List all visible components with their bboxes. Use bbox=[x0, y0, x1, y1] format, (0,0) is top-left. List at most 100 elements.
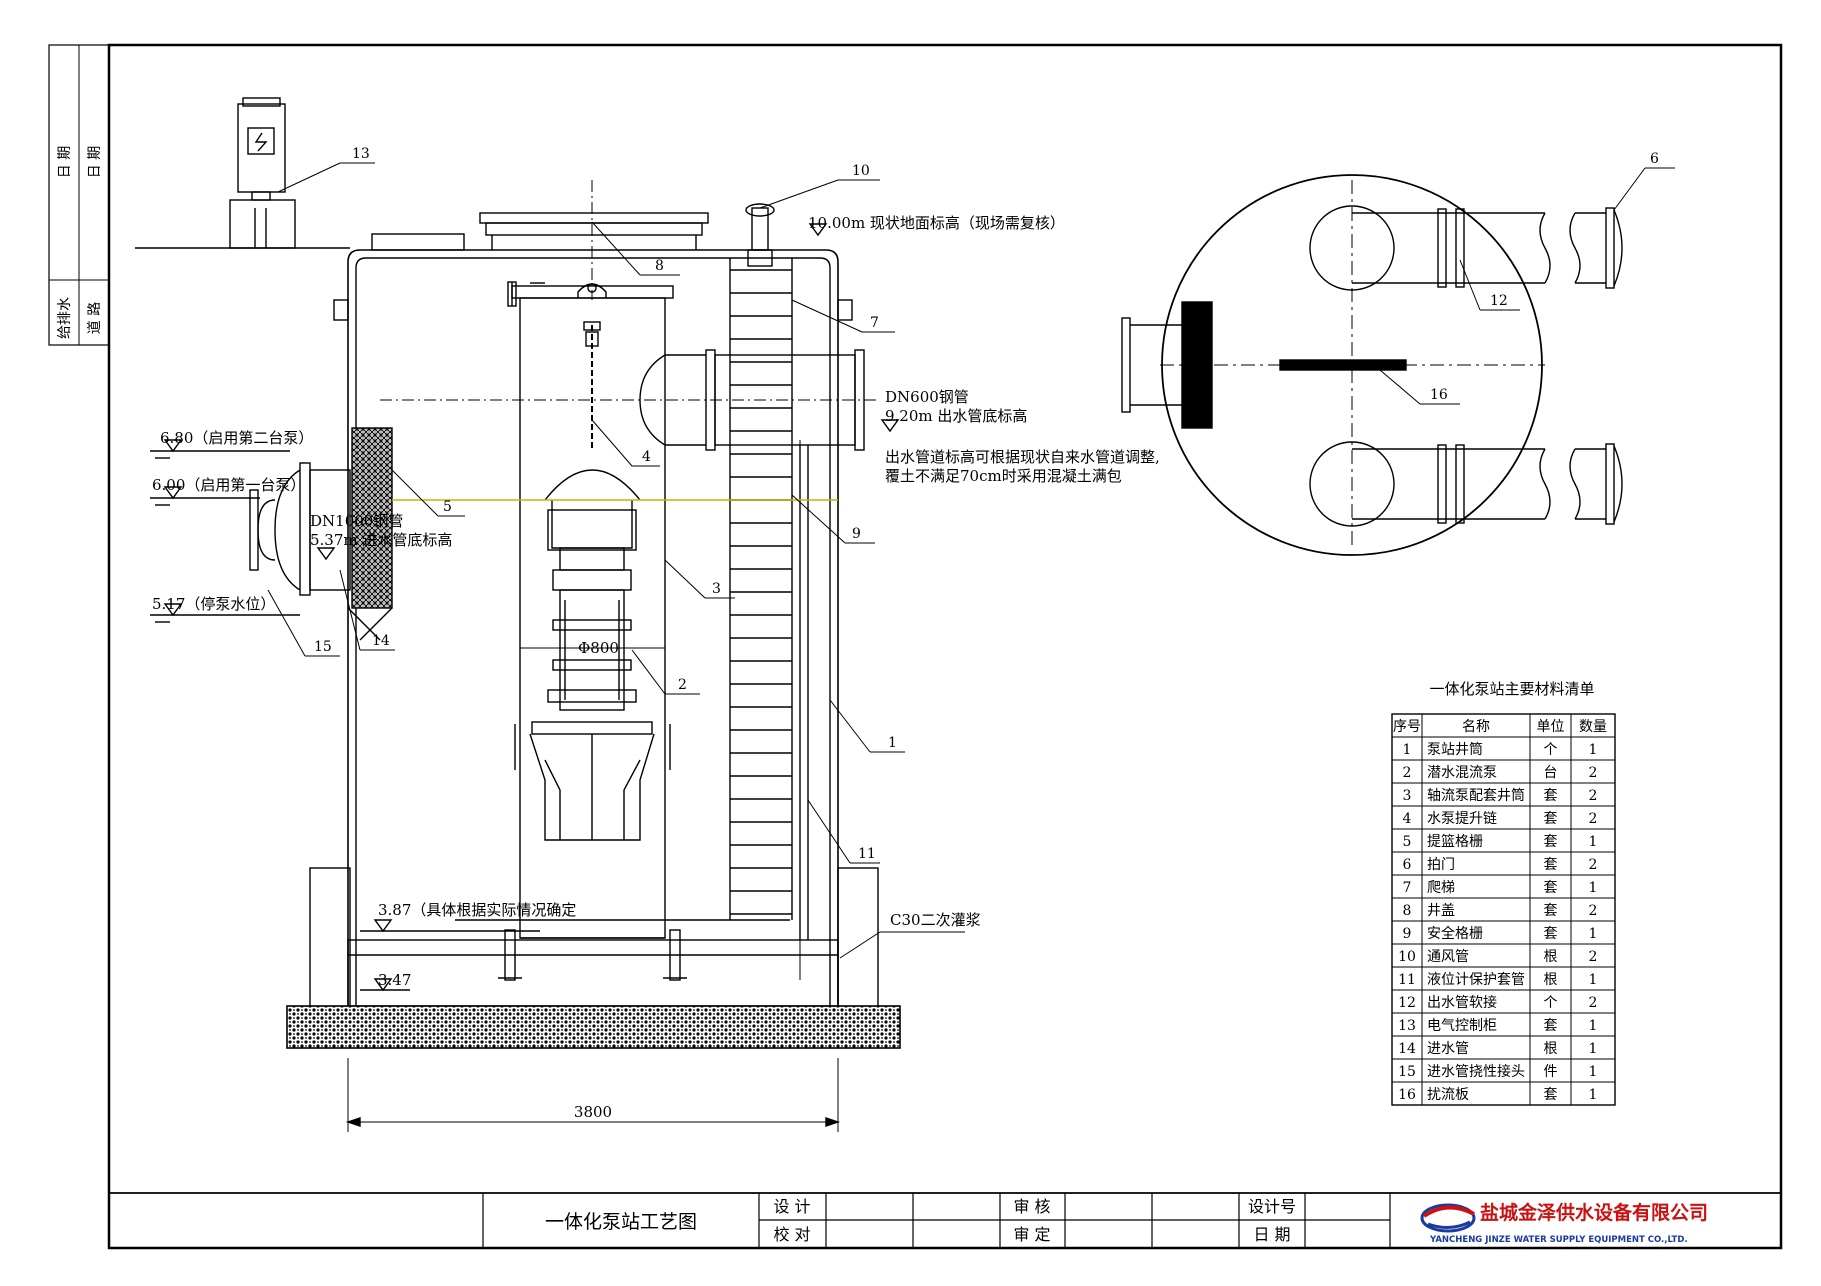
bom-cell: 2 bbox=[1589, 788, 1598, 804]
side-block: 日 期 日 期 给排水 道 路 bbox=[57, 146, 103, 339]
submersible-pump bbox=[514, 469, 671, 841]
bom-cell: 7 bbox=[1403, 880, 1412, 896]
drawing-title: 一体化泵站工艺图 bbox=[545, 1211, 697, 1233]
bom-cell: 1 bbox=[1589, 972, 1598, 988]
ann-outlet-note2: 覆土不满足70cm时采用混凝土满包 bbox=[885, 467, 1122, 485]
callout-4: 4 bbox=[642, 449, 651, 465]
ann-grout: C30二次灌浆 bbox=[890, 911, 981, 929]
bom-cell: 扰流板 bbox=[1427, 1087, 1469, 1103]
bom-cell: 1 bbox=[1589, 742, 1598, 758]
bom-cell: 1 bbox=[1589, 834, 1598, 850]
bom-cell: 根 bbox=[1544, 972, 1558, 988]
ann-diameter: Φ800 bbox=[578, 639, 619, 657]
bom-cell: 泵站井筒 bbox=[1427, 741, 1483, 758]
bom-header-cell: 单位 bbox=[1537, 719, 1565, 735]
side-date-1: 日 期 bbox=[57, 146, 73, 178]
bom-cell: 安全格栅 bbox=[1427, 925, 1483, 942]
bom-cell: 12 bbox=[1398, 995, 1416, 1011]
bom-cell: 潜水混流泵 bbox=[1427, 765, 1497, 781]
bom-cell: 15 bbox=[1398, 1064, 1416, 1080]
callout-2: 2 bbox=[678, 677, 687, 693]
bom-cell: 2 bbox=[1589, 995, 1598, 1011]
bom-cell: 2 bbox=[1403, 765, 1412, 781]
bom-cell: 11 bbox=[1398, 972, 1416, 988]
bom-cell: 套 bbox=[1544, 857, 1558, 873]
ann-outlet-pipe: DN600钢管 bbox=[885, 388, 969, 406]
bom-cell: 个 bbox=[1544, 995, 1558, 1011]
company-name-en: YANCHENG JINZE WATER SUPPLY EQUIPMENT CO… bbox=[1429, 1235, 1688, 1245]
plan-view bbox=[1121, 174, 1623, 556]
ann-outlet-bottom: 9.20m 出水管底标高 bbox=[885, 407, 1027, 425]
bom-cell: 件 bbox=[1544, 1064, 1558, 1080]
callout-1: 1 bbox=[888, 735, 897, 751]
bom-cell: 出水管软接 bbox=[1427, 994, 1497, 1011]
bom-cell: 爬梯 bbox=[1427, 880, 1455, 896]
bom-cell: 1 bbox=[1589, 926, 1598, 942]
bom-cell: 套 bbox=[1544, 788, 1558, 804]
callout-5: 5 bbox=[443, 499, 452, 515]
bom-title: 一体化泵站主要材料清单 bbox=[1429, 680, 1594, 698]
bom-header-cell: 序号 bbox=[1393, 719, 1421, 735]
bom-cell: 套 bbox=[1544, 1087, 1558, 1103]
tb-review: 审 核 bbox=[1013, 1197, 1050, 1216]
bom-cell: 1 bbox=[1589, 1087, 1598, 1103]
ann-level-387: 3.87（具体根据实际情况确定 bbox=[378, 901, 576, 919]
callout-16: 16 bbox=[1430, 387, 1448, 403]
bom-cell: 3 bbox=[1403, 788, 1412, 804]
bom-cell: 提篮格栅 bbox=[1427, 834, 1483, 850]
ann-level-347: 3.47 bbox=[378, 971, 411, 989]
callout-11: 11 bbox=[858, 846, 876, 862]
side-date-2: 日 期 bbox=[87, 146, 103, 178]
bom-cell: 套 bbox=[1544, 880, 1558, 896]
ann-level-517: 5.17（停泵水位） bbox=[152, 595, 275, 613]
ladder-rungs bbox=[730, 269, 792, 915]
tb-approve: 审 定 bbox=[1013, 1225, 1050, 1244]
ann-inlet-pipe: DN1000钢管 bbox=[310, 512, 403, 530]
bom-cell: 进水管挠性接头 bbox=[1427, 1063, 1525, 1080]
callout-3: 3 bbox=[712, 581, 721, 597]
bom-cell: 1 bbox=[1589, 1064, 1598, 1080]
bom-cell: 1 bbox=[1589, 1018, 1598, 1034]
side-discipline-2: 道 路 bbox=[87, 302, 103, 334]
bom-cell: 2 bbox=[1589, 857, 1598, 873]
callout-7: 7 bbox=[870, 315, 879, 331]
tb-check: 校 对 bbox=[773, 1225, 810, 1244]
bom-cell: 台 bbox=[1544, 765, 1558, 781]
control-cabinet bbox=[229, 97, 296, 249]
bom-cell: 套 bbox=[1544, 834, 1558, 850]
bom-cell: 轴流泵配套井筒 bbox=[1427, 787, 1525, 804]
tb-date: 日 期 bbox=[1253, 1225, 1290, 1244]
drawing-frame bbox=[48, 43, 1783, 1250]
callout-9: 9 bbox=[852, 526, 861, 542]
bom-cell: 根 bbox=[1544, 1041, 1558, 1057]
ann-outlet-note1: 出水管道标高可根据现状自来水管道调整, bbox=[885, 448, 1160, 466]
bom-cell: 16 bbox=[1398, 1087, 1416, 1103]
bom-cell: 电气控制柜 bbox=[1427, 1018, 1497, 1034]
bom-cell: 8 bbox=[1403, 903, 1412, 919]
side-discipline-1: 给排水 bbox=[57, 297, 73, 339]
ann-width: 3800 bbox=[574, 1103, 612, 1121]
bom-cell: 通风管 bbox=[1427, 949, 1469, 965]
ann-level-680: 6.80（启用第二台泵） bbox=[160, 429, 313, 447]
leader-lines bbox=[267, 162, 1675, 959]
bom-cell: 套 bbox=[1544, 811, 1558, 827]
callout-6: 6 bbox=[1650, 151, 1659, 167]
company-logo-icon bbox=[1420, 1203, 1476, 1233]
ann-inlet-bottom: 5.37m 进水管底标高 bbox=[310, 531, 452, 549]
tb-design: 设 计 bbox=[773, 1197, 810, 1216]
callout-10: 10 bbox=[852, 163, 870, 179]
bom-header-cell: 名称 bbox=[1462, 719, 1490, 735]
ann-ground: 10.00m 现状地面标高（现场需复核） bbox=[808, 214, 1065, 232]
section-view bbox=[135, 97, 901, 1132]
company-name-cn: 盐城金泽供水设备有限公司 bbox=[1480, 1201, 1708, 1224]
bom-cell: 拍门 bbox=[1427, 857, 1455, 873]
bom-cell: 2 bbox=[1589, 949, 1598, 965]
bom-cell: 井盖 bbox=[1427, 903, 1455, 919]
title-block bbox=[109, 1192, 1781, 1248]
callout-14: 14 bbox=[372, 633, 390, 649]
callout-12: 12 bbox=[1490, 293, 1508, 309]
bom-cell: 套 bbox=[1544, 926, 1558, 942]
bom-cell: 根 bbox=[1544, 949, 1558, 965]
bom-cell: 2 bbox=[1589, 765, 1598, 781]
